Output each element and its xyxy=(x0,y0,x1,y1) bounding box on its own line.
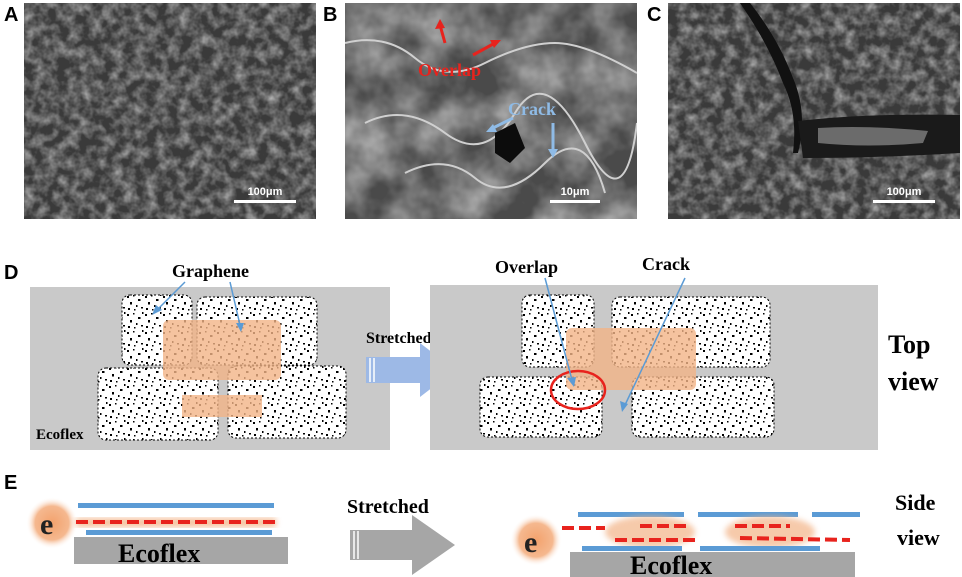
electron-glow-left xyxy=(26,497,78,549)
sem-texture-b: Overlap Crack xyxy=(345,3,637,219)
panel-letter-c: C xyxy=(647,4,662,26)
panel-letter-b: B xyxy=(323,4,338,26)
graphene-layer-left xyxy=(78,503,274,508)
crack-label-b: Crack xyxy=(508,99,556,119)
stretched-label-top: Stretched xyxy=(366,330,432,347)
top-view-label-1: Top xyxy=(888,330,930,359)
electron-label-right: e xyxy=(524,526,537,559)
scale-label-a: 100μm xyxy=(247,186,283,198)
overlap-label-b: Overlap xyxy=(418,60,481,80)
graphene-overlay xyxy=(182,395,262,417)
ecoflex-label-right: Ecoflex xyxy=(630,551,712,577)
graphene-flake xyxy=(479,376,603,438)
panel-letter-a: A xyxy=(4,4,19,26)
sem-texture-a xyxy=(24,3,316,219)
sem-texture-c xyxy=(668,3,960,219)
graphene-overlay xyxy=(566,328,696,390)
stretched-arrow-side xyxy=(350,515,455,575)
side-view-label-2: view xyxy=(897,525,940,550)
sem-image-a: 100μm xyxy=(24,3,316,219)
side-view-diagram: e Ecoflex Stretched e Ecoflex Side view xyxy=(26,490,940,577)
panel-letter-d: D xyxy=(4,262,19,284)
graphene-layer-left xyxy=(86,530,272,535)
side-view-label-1: Side xyxy=(895,490,936,515)
graphene-label: Graphene xyxy=(172,261,249,281)
scale-bar-b: 10μm xyxy=(550,186,600,203)
overlap-circle xyxy=(549,369,607,411)
top-view-label-2: view xyxy=(888,367,939,396)
stretched-label-side: Stretched xyxy=(347,496,429,518)
sem-image-c: 100μm xyxy=(668,3,960,219)
scale-bar-c: 100μm xyxy=(873,186,935,203)
scale-label-b: 10μm xyxy=(560,186,590,198)
ecoflex-substrate-left xyxy=(74,537,288,564)
panel-letter-e: E xyxy=(4,472,18,494)
graphene-flake xyxy=(631,376,775,438)
graphene-overlay xyxy=(163,320,281,380)
crack-label-top: Crack xyxy=(642,254,690,274)
scale-bar-a: 100μm xyxy=(234,186,296,203)
electron-label-left: e xyxy=(40,508,53,541)
sem-image-b: Overlap Crack 10μm xyxy=(345,3,637,219)
top-view-diagram: Graphene Ecoflex Stretched Overlap Crack… xyxy=(30,254,939,450)
ecoflex-label-top: Ecoflex xyxy=(36,427,84,443)
electron-glow-right xyxy=(510,514,562,566)
overlap-label-top: Overlap xyxy=(495,257,558,277)
scale-label-c: 100μm xyxy=(886,186,922,198)
ecoflex-substrate-right xyxy=(570,552,855,577)
ecoflex-label-left: Ecoflex xyxy=(118,539,200,568)
